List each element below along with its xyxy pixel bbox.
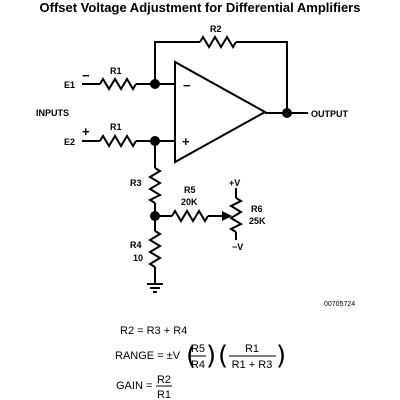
figure-number: 00705724 bbox=[324, 301, 355, 308]
page-title: Offset Voltage Adjustment for Differenti… bbox=[39, 0, 361, 15]
range-f1-denominator: R4 bbox=[191, 359, 205, 371]
r3-label: R3 bbox=[130, 178, 142, 188]
e2-sign: + bbox=[82, 124, 90, 139]
resistor-r1-top bbox=[99, 77, 137, 91]
r1-top-label: R1 bbox=[110, 66, 122, 76]
output-label: OUTPUT bbox=[311, 109, 349, 119]
junction-dot bbox=[282, 108, 292, 118]
resistor-r3 bbox=[147, 167, 163, 204]
feedback-wire-right bbox=[236, 41, 288, 113]
ground-icon bbox=[147, 283, 163, 293]
e1-sign: − bbox=[82, 68, 90, 83]
gain-denominator: R1 bbox=[157, 389, 171, 400]
range-f2-numerator: R1 bbox=[245, 343, 259, 355]
r5-value: 20K bbox=[181, 197, 198, 207]
r6-value: 25K bbox=[249, 216, 266, 226]
right-paren: ) bbox=[206, 341, 216, 371]
equation-r2: R2 = R3 + R4 bbox=[120, 325, 187, 337]
opamp-plus: + bbox=[182, 134, 190, 149]
resistor-r5 bbox=[171, 209, 209, 223]
neg-v-label: −V bbox=[232, 242, 243, 252]
opamp-minus: − bbox=[183, 78, 191, 93]
resistor-r2 bbox=[199, 35, 237, 49]
resistor-r4 bbox=[148, 230, 162, 268]
r4-value: 10 bbox=[133, 253, 143, 263]
feedback-wire bbox=[154, 41, 200, 84]
junction-dot bbox=[150, 79, 160, 89]
wiper-arrow-icon bbox=[222, 211, 232, 221]
r4-label: R4 bbox=[130, 240, 142, 250]
opamp-triangle bbox=[174, 60, 268, 164]
right-paren: ) bbox=[276, 341, 286, 371]
gain-label: GAIN = bbox=[116, 380, 152, 392]
left-paren: ( bbox=[218, 341, 228, 371]
inputs-label: INPUTS bbox=[36, 108, 69, 118]
e1-label: E1 bbox=[64, 80, 75, 90]
r1-bottom-label: R1 bbox=[110, 122, 122, 132]
range-f1-numerator: R5 bbox=[191, 343, 205, 355]
e2-label: E2 bbox=[64, 137, 75, 147]
range-f2-denominator: R1 + R3 bbox=[232, 359, 273, 371]
pos-v-label: +V bbox=[229, 178, 240, 188]
r5-label: R5 bbox=[184, 185, 196, 195]
r6-label: R6 bbox=[251, 204, 263, 214]
range-label: RANGE = ±V bbox=[115, 350, 181, 362]
resistor-r6 bbox=[228, 197, 244, 233]
resistor-r1-bottom bbox=[99, 134, 137, 148]
gain-numerator: R2 bbox=[157, 374, 171, 386]
r2-label: R2 bbox=[210, 24, 222, 34]
